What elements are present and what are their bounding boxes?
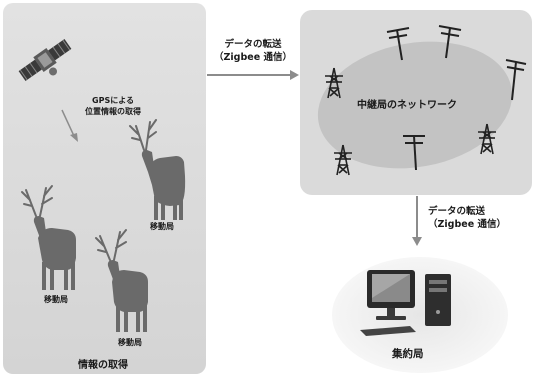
utility-pole-icon [438,25,462,59]
pylon-icon [325,67,343,99]
gps-to-deer-arrow [61,109,78,142]
gps-label: GPSによる 位置情報の取得 [78,95,148,117]
pylon-icon [478,123,496,155]
computer-icon [360,270,451,336]
utility-pole-icon [386,27,410,61]
gps-label-line1: GPSによる [92,96,134,105]
deer-label: 移動局 [44,295,68,304]
deer-icon [129,119,186,220]
down-transfer-arrow [412,196,422,246]
top-transfer-arrow [207,70,299,80]
satellite-icon [18,39,72,81]
top-arrow-line2: （Zigbee 通信） [214,52,292,63]
network-title: 中継局のネットワーク [357,100,457,111]
pylon-icon [334,144,352,176]
top-arrow-caption: データの転送 （Zigbee 通信） [207,38,299,64]
gps-label-line2: 位置情報の取得 [85,107,141,116]
deer-label: 移動局 [118,338,142,347]
down-arrow-caption: データの転送 （Zigbee 通信） [428,205,506,231]
down-arrow-line2: （Zigbee 通信） [428,219,506,230]
down-arrow-line1: データの転送 [428,206,486,217]
deer-label: 移動局 [150,222,174,231]
deer-icon [95,229,148,332]
network-ellipse [317,41,513,169]
top-arrow-line1: データの転送 [224,39,282,50]
deer-icon [21,185,76,290]
utility-pole-icon [505,59,527,101]
utility-pole-icon [403,135,425,171]
collector-label: 集約局 [392,348,424,360]
left-panel-title: 情報の取得 [78,360,128,371]
